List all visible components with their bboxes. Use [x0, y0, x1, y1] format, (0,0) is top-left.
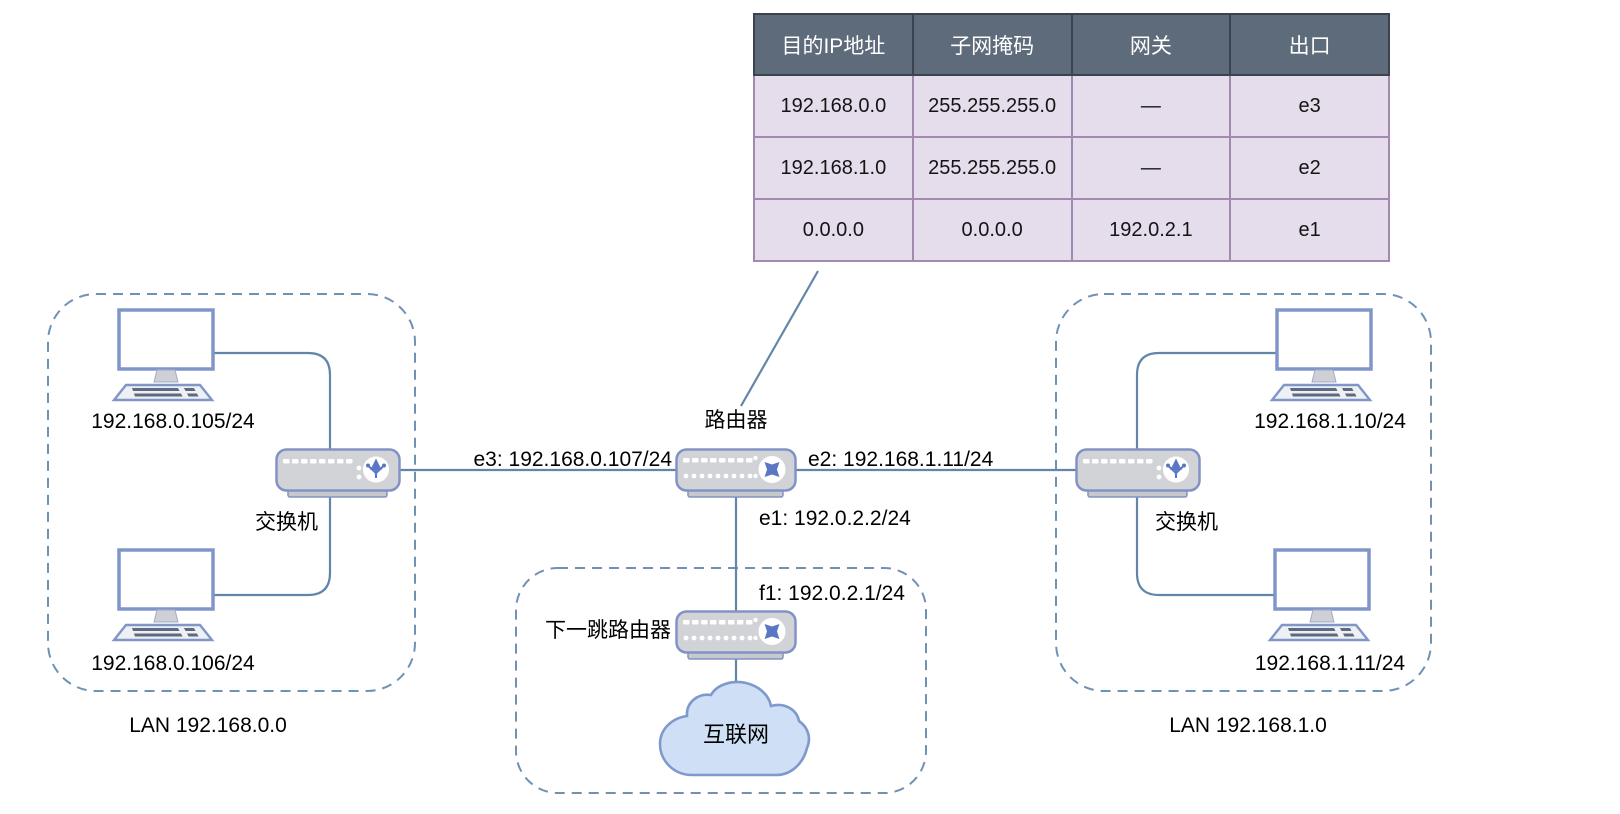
wan-boundary — [515, 567, 927, 794]
host3-address-label: 192.168.1.10/24 — [1254, 410, 1406, 433]
host1-address-label: 192.168.0.105/24 — [91, 410, 255, 433]
routing-table-cell: — — [1070, 74, 1232, 138]
routing-table-row: 0.0.0.0 0.0.0.0 192.0.2.1 e1 — [753, 198, 1390, 262]
routing-table-cell: e2 — [1229, 136, 1390, 200]
switch-right-label: 交换机 — [1155, 511, 1218, 534]
interface-f1-label: f1: 192.0.2.1/24 — [759, 582, 905, 605]
link-switch-left-host2 — [212, 497, 332, 597]
routing-table-header-gateway: 网关 — [1070, 13, 1232, 76]
internet-label: 互联网 — [702, 722, 769, 747]
switch-left-icon — [275, 448, 401, 500]
routing-table-cell: 0.0.0.0 — [911, 198, 1073, 262]
computer-icon-host3 — [1268, 308, 1380, 403]
next-hop-router-label: 下一跳路由器 — [545, 619, 671, 642]
routing-table-cell: 192.168.1.0 — [753, 136, 914, 200]
link-switch-right-host4 — [1135, 497, 1276, 597]
host4-address-label: 192.168.1.11/24 — [1254, 652, 1406, 675]
routing-table: 目的IP地址 子网掩码 网关 出口 192.168.0.0 255.255.25… — [753, 13, 1390, 262]
routing-table-cell: — — [1070, 136, 1232, 200]
switch-right-icon — [1075, 448, 1201, 500]
router-label: 路由器 — [704, 409, 768, 432]
next-hop-router-icon — [675, 610, 797, 662]
interface-e1-label: e1: 192.0.2.2/24 — [759, 507, 911, 530]
lan-right-boundary — [1055, 293, 1432, 692]
switch-left-label: 交换机 — [255, 511, 318, 534]
routing-table-row: 192.168.0.0 255.255.255.0 — e3 — [753, 74, 1390, 138]
interface-e3-label: e3: 192.168.0.107/24 — [473, 448, 672, 471]
routing-table-header-row: 目的IP地址 子网掩码 网关 出口 — [753, 13, 1390, 76]
routing-table-header-iface: 出口 — [1229, 13, 1390, 76]
computer-icon-host2 — [110, 548, 222, 643]
lan-left-label: LAN 192.168.0.0 — [129, 714, 287, 737]
lan-right-label: LAN 192.168.1.0 — [1169, 714, 1327, 737]
interface-e2-label: e2: 192.168.1.11/24 — [808, 448, 994, 471]
lan-left-boundary — [47, 293, 416, 692]
routing-table-cell: 0.0.0.0 — [753, 198, 914, 262]
computer-icon-host1 — [110, 308, 222, 403]
link-host1-switch-left — [212, 351, 332, 450]
computer-icon-host4 — [1266, 548, 1378, 643]
routing-table-header-dest: 目的IP地址 — [753, 13, 914, 76]
routing-table-cell: 255.255.255.0 — [911, 74, 1073, 138]
routing-table-cell: e3 — [1229, 74, 1390, 138]
host2-address-label: 192.168.0.106/24 — [91, 652, 255, 675]
link-switch-right-host3 — [1135, 351, 1278, 450]
router-icon — [675, 448, 797, 500]
routing-table-cell: 255.255.255.0 — [911, 136, 1073, 200]
routing-table-row: 192.168.1.0 255.255.255.0 — e2 — [753, 136, 1390, 200]
routing-table-cell: e1 — [1229, 198, 1390, 262]
routing-table-header-mask: 子网掩码 — [911, 13, 1073, 76]
routing-table-cell: 192.168.0.0 — [753, 74, 914, 138]
routing-table-cell: 192.0.2.1 — [1070, 198, 1232, 262]
internet-cloud-shape — [658, 680, 811, 777]
routing-table-pointer-line — [740, 270, 819, 407]
